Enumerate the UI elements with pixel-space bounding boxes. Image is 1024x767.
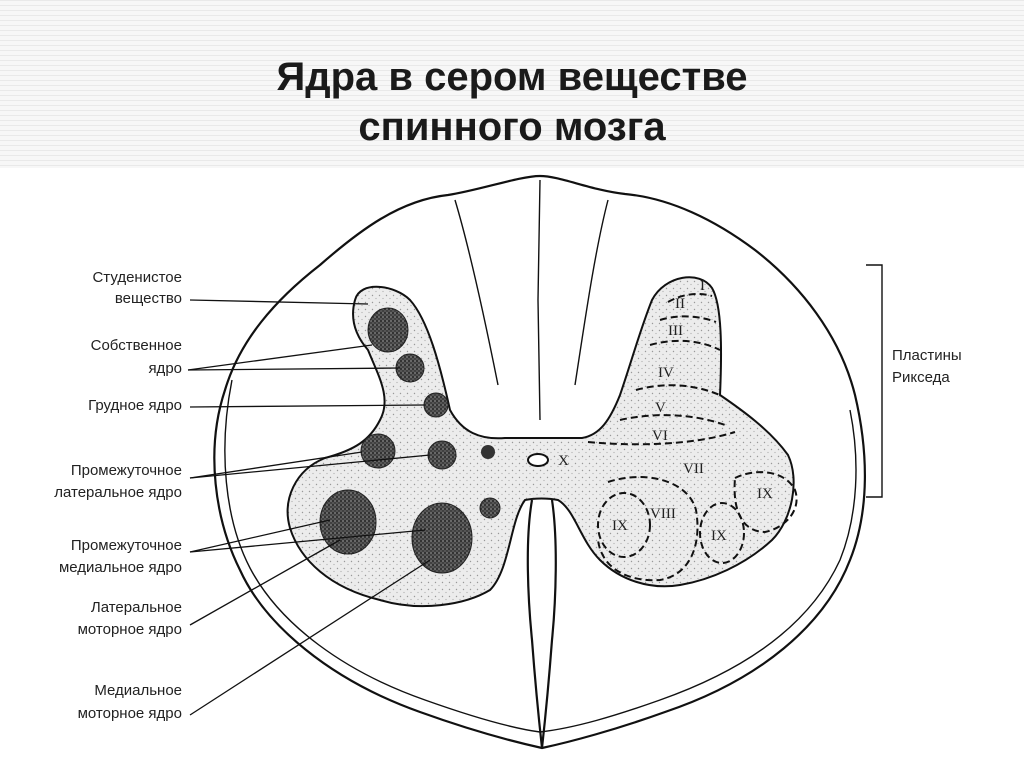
label-medial-motor-2: моторное ядро	[78, 705, 182, 722]
left-labels: Студенистое вещество Собственное ядро Гр…	[54, 269, 182, 722]
lamina-V: V	[655, 400, 666, 416]
label-intermediomedial-2: медиальное ядро	[59, 559, 182, 576]
nucleus-intermediomedial	[428, 441, 456, 469]
lamina-II: II	[675, 296, 685, 312]
nucleus-lateral-motor	[320, 490, 376, 554]
nucleus-thoracic	[424, 393, 448, 417]
label-proprius-2: ядро	[148, 360, 182, 377]
label-lateral-motor-1: Латеральное	[91, 599, 182, 616]
label-gelatinosa-1: Студенистое	[92, 269, 182, 286]
dorsal-column-line-left	[455, 200, 498, 385]
posterior-septum	[538, 180, 540, 420]
label-rexed-2: Рикседа	[892, 369, 950, 386]
dorsal-column-line-right	[575, 200, 608, 385]
lamina-I: I	[700, 278, 705, 294]
nucleus-small-ventral	[480, 498, 500, 518]
lamina-III: III	[668, 323, 683, 339]
lamina-IX-3: IX	[757, 486, 773, 502]
nucleus-small-medial	[481, 445, 495, 459]
lamina-VI: VI	[652, 428, 668, 444]
lamina-IX-1: IX	[612, 518, 628, 534]
central-canal	[528, 454, 548, 466]
label-rexed-1: Пластины	[892, 347, 962, 364]
nucleus-gelatinosa	[368, 308, 408, 352]
label-intermediomedial-1: Промежуточное	[71, 537, 182, 554]
nucleus-medial-motor	[412, 503, 472, 573]
rexed-bracket	[866, 265, 882, 497]
label-thoracic: Грудное ядро	[88, 397, 182, 414]
label-medial-motor-1: Медиальное	[94, 682, 182, 699]
nucleus-intermediolateral	[361, 434, 395, 468]
anterior-fissure	[528, 500, 556, 748]
lamina-VIII: VIII	[650, 506, 676, 522]
label-intermediolateral-1: Промежуточное	[71, 462, 182, 479]
lamina-X: X	[558, 453, 569, 469]
label-lateral-motor-2: моторное ядро	[78, 621, 182, 638]
lamina-IV: IV	[658, 365, 674, 381]
lamina-IX-2: IX	[711, 528, 727, 544]
label-gelatinosa-2: вещество	[115, 290, 182, 307]
nucleus-proprius	[396, 354, 424, 382]
lamina-VII: VII	[683, 461, 704, 477]
label-proprius-1: Собственное	[91, 337, 182, 354]
label-intermediolateral-2: латеральное ядро	[54, 484, 182, 501]
